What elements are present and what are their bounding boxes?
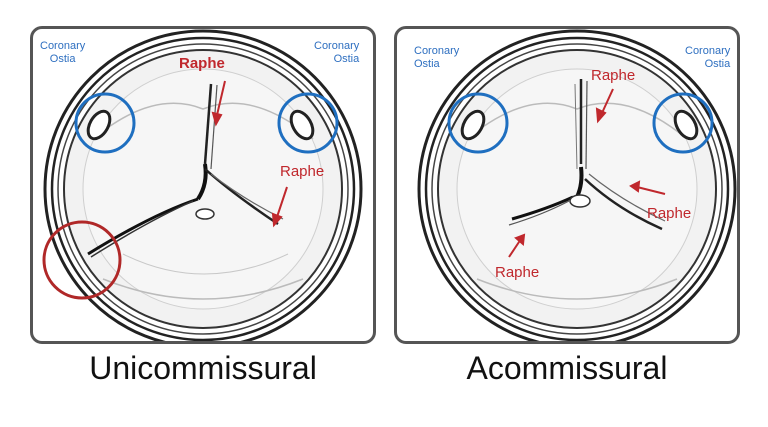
left-coronary-ostium (86, 109, 112, 141)
raphe-line-right (584, 178, 663, 231)
raphe-arrows (508, 88, 666, 258)
acommissural-panel: Coronary Ostia Coronary Ostia Raphe Raph… (394, 26, 740, 344)
raphe-label-top: Raphe (591, 67, 636, 84)
raphe-arrows (211, 80, 288, 228)
unicommissural-panel: Coronary Ostia Coronary Ostia Raphe Raph… (30, 26, 376, 344)
left-ostia-highlight-circle (447, 92, 509, 154)
acommissural-valve-illustration (417, 29, 737, 341)
unicommissural-caption: Unicommissural (89, 350, 317, 386)
acommissural-caption: Acommissural (466, 350, 668, 386)
raphe-line-left (511, 195, 574, 221)
right-ostia-label: Coronary Ostia (314, 40, 360, 65)
valve-orifice (569, 194, 591, 208)
raphe-label-right: Raphe (280, 163, 325, 180)
commissure-highlight-circle (42, 220, 122, 300)
unicommissural-valve-illustration (42, 29, 363, 341)
raphe-label-bottom: Raphe (495, 264, 540, 281)
right-ostia-label: Coronary Ostia (685, 45, 731, 70)
raphe-label-right: Raphe (647, 205, 692, 222)
raphe-line-right (204, 168, 279, 226)
raphe-line-top (203, 83, 213, 165)
right-coronary-ostium (289, 109, 315, 141)
left-ostia-highlight-circle (74, 92, 136, 154)
right-ostia-highlight-circle (277, 92, 339, 154)
right-coronary-ostium (673, 109, 699, 141)
raphe-label-top: Raphe (179, 55, 225, 72)
valve-orifice (195, 208, 215, 220)
left-coronary-ostium (460, 109, 486, 141)
right-ostia-highlight-circle (652, 92, 714, 154)
left-ostia-label: Coronary Ostia (40, 40, 86, 65)
left-ostia-label: Coronary Ostia (414, 45, 460, 70)
